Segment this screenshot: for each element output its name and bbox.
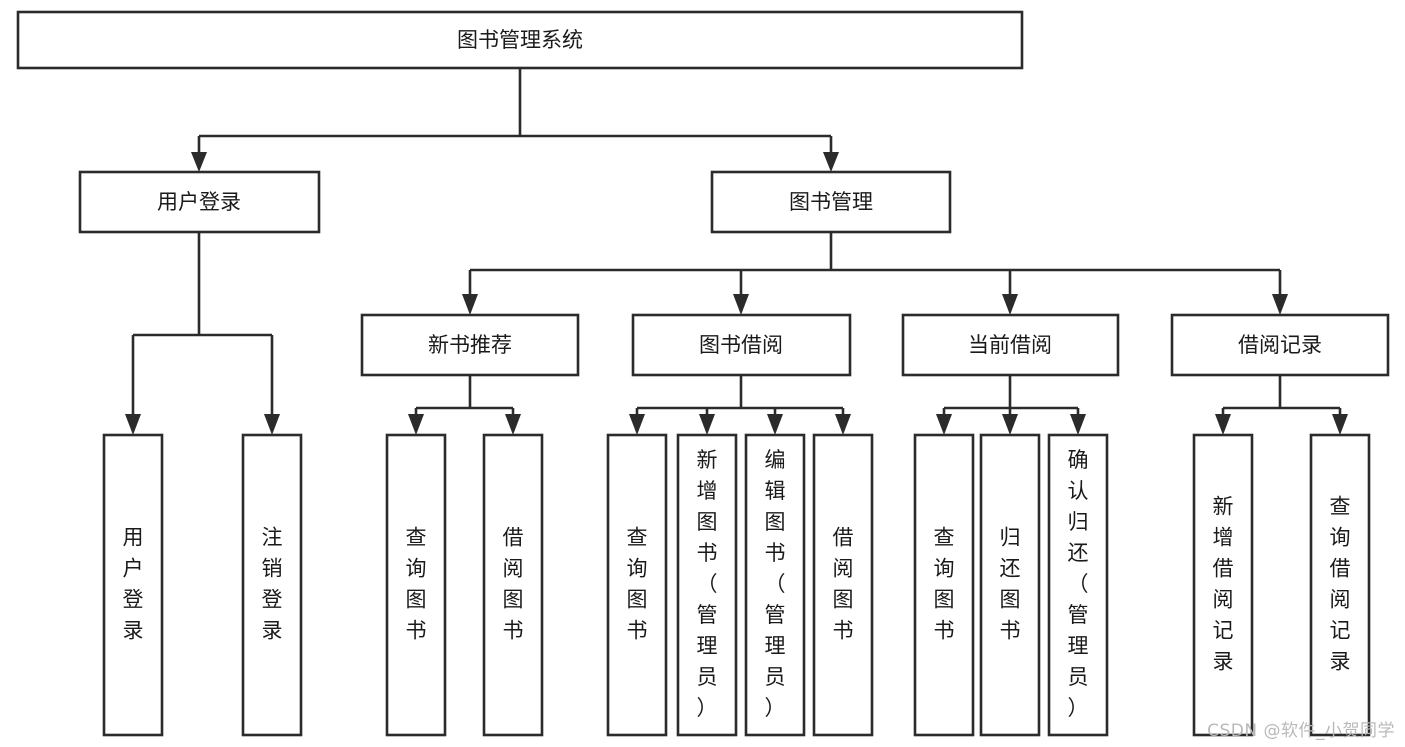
node-leaf-confirm-return-label: 确认归还（管理员）: [1068, 448, 1089, 720]
node-book-manage-label: 图书管理: [789, 190, 873, 214]
arrow-to-leaf-borrow-book-1: [505, 414, 521, 435]
arrow-to-user-login: [191, 152, 207, 172]
arrow-to-leaf-query-book-2: [629, 414, 645, 435]
node-book-borrow[interactable]: 图书借阅: [631, 313, 852, 377]
node-leaf-query-book-1-label: 查询图书: [406, 526, 427, 643]
arrow-to-leaf-add-record: [1215, 414, 1231, 435]
node-leaf-add-book[interactable]: 新增图书（管理员）: [676, 433, 738, 737]
node-leaf-add-record[interactable]: 新增借阅记录: [1192, 433, 1254, 737]
node-leaf-add-book-label: 新增图书（管理员）: [697, 448, 718, 720]
node-leaf-query-book-3-box[interactable]: [913, 433, 975, 737]
node-leaf-query-record[interactable]: 查询借阅记录: [1309, 433, 1371, 737]
node-root-label: 图书管理系统: [457, 28, 583, 52]
node-user-login-label: 用户登录: [157, 190, 241, 214]
node-leaf-borrow-book-2-label: 借阅图书: [833, 526, 854, 643]
node-leaf-confirm-return[interactable]: 确认归还（管理员）: [1047, 433, 1109, 737]
arrow-to-current-borrow: [1002, 294, 1018, 315]
node-user-login[interactable]: 用户登录: [78, 170, 321, 234]
node-leaf-logout-login[interactable]: 注销登录: [241, 433, 303, 737]
node-leaf-query-book-3[interactable]: 查询图书: [913, 433, 975, 737]
node-user-login-box[interactable]: [78, 170, 321, 234]
node-leaf-user-login[interactable]: 用户登录: [102, 433, 164, 737]
node-new-book-recommend-box[interactable]: [360, 313, 580, 377]
arrow-to-leaf-query-book-3: [936, 414, 952, 435]
node-leaf-query-book-1-box[interactable]: [385, 433, 447, 737]
node-leaf-edit-book-box[interactable]: [744, 433, 806, 737]
node-root-box[interactable]: [16, 10, 1024, 70]
arrow-to-leaf-add-book: [699, 414, 715, 435]
node-root[interactable]: 图书管理系统: [16, 10, 1024, 70]
node-leaf-return-book[interactable]: 归还图书: [979, 433, 1041, 737]
connector-layer: [125, 68, 1348, 435]
node-leaf-query-book-2-box[interactable]: [606, 433, 668, 737]
node-new-book-recommend[interactable]: 新书推荐: [360, 313, 580, 377]
node-leaf-add-book-box[interactable]: [676, 433, 738, 737]
node-leaf-edit-book-label: 编辑图书（管理员）: [765, 448, 786, 720]
node-new-book-recommend-label: 新书推荐: [428, 333, 512, 357]
node-leaf-logout-login-label: 注销登录: [262, 526, 283, 643]
node-book-manage-box[interactable]: [710, 170, 952, 234]
node-current-borrow-box[interactable]: [901, 313, 1120, 377]
node-leaf-confirm-return-box[interactable]: [1047, 433, 1109, 737]
arrow-to-book-manage: [823, 152, 839, 172]
node-leaf-add-record-label: 新增借阅记录: [1213, 495, 1234, 674]
node-borrow-record[interactable]: 借阅记录: [1170, 313, 1390, 377]
node-leaf-add-record-box[interactable]: [1192, 433, 1254, 737]
node-leaf-borrow-book-1-box[interactable]: [482, 433, 544, 737]
node-book-manage[interactable]: 图书管理: [710, 170, 952, 234]
node-leaf-query-book-1[interactable]: 查询图书: [385, 433, 447, 737]
arrow-to-leaf-edit-book: [767, 414, 783, 435]
arrow-to-leaf-logout-login: [264, 414, 280, 435]
node-leaf-query-book-3-label: 查询图书: [934, 526, 955, 643]
node-leaf-logout-login-box[interactable]: [241, 433, 303, 737]
node-leaf-user-login-box[interactable]: [102, 433, 164, 737]
arrow-to-book-borrow: [733, 294, 749, 315]
arrow-to-leaf-query-record: [1332, 414, 1348, 435]
node-leaf-edit-book[interactable]: 编辑图书（管理员）: [744, 433, 806, 737]
node-leaf-query-record-label: 查询借阅记录: [1330, 495, 1351, 674]
arrow-to-leaf-return-book: [1002, 414, 1018, 435]
node-leaf-borrow-book-2[interactable]: 借阅图书: [812, 433, 874, 737]
node-book-borrow-box[interactable]: [631, 313, 852, 377]
node-leaf-borrow-book-1[interactable]: 借阅图书: [482, 433, 544, 737]
node-current-borrow[interactable]: 当前借阅: [901, 313, 1120, 377]
node-borrow-record-box[interactable]: [1170, 313, 1390, 377]
node-current-borrow-label: 当前借阅: [968, 333, 1052, 357]
node-leaf-query-record-box[interactable]: [1309, 433, 1371, 737]
node-leaf-query-book-2[interactable]: 查询图书: [606, 433, 668, 737]
node-leaf-query-book-2-label: 查询图书: [627, 526, 648, 643]
arrow-to-leaf-user-login: [125, 414, 141, 435]
arrow-to-borrow-record: [1272, 294, 1288, 315]
arrow-to-leaf-query-book-1: [408, 414, 424, 435]
arrow-to-new-book-recommend: [462, 294, 478, 315]
node-borrow-record-label: 借阅记录: [1238, 333, 1322, 357]
node-leaf-return-book-box[interactable]: [979, 433, 1041, 737]
node-leaf-return-book-label: 归还图书: [1000, 526, 1021, 643]
node-leaf-borrow-book-2-box[interactable]: [812, 433, 874, 737]
arrow-to-leaf-borrow-book-2: [835, 414, 851, 435]
node-leaf-user-login-label: 用户登录: [123, 526, 144, 643]
arrow-to-leaf-confirm-return: [1070, 414, 1086, 435]
node-leaf-borrow-book-1-label: 借阅图书: [503, 526, 524, 643]
node-book-borrow-label: 图书借阅: [699, 333, 783, 357]
